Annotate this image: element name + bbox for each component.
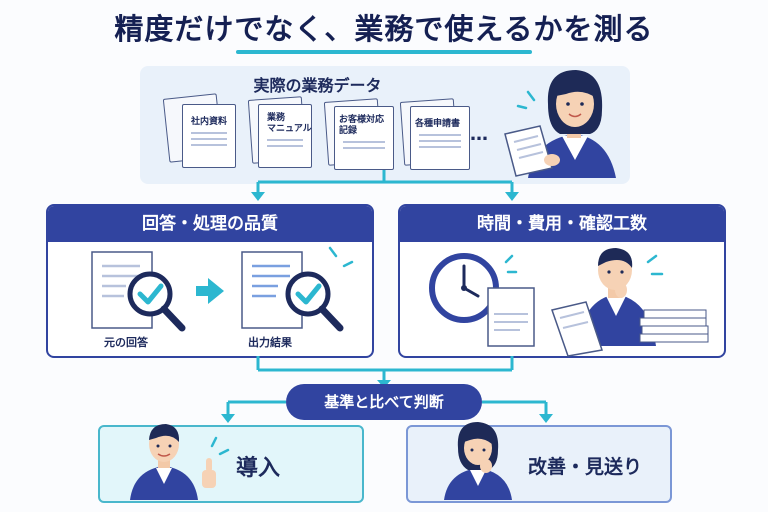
paper-stack-icon [639,309,709,343]
man-thumbs-up-illustration [130,424,198,500]
cost-heading: 時間・費用・確認工数 [400,206,724,242]
doc-internal: 社内資料 [182,104,236,168]
invoice-icon [487,287,535,347]
business-data-heading: 実際の業務データ [253,76,382,95]
adopt-box [98,425,364,503]
magnifier-check-icon [285,271,344,332]
doc-customer-label: お客様対応 記録 [339,115,385,136]
connector-bottom [226,356,548,416]
more-ellipsis: … [470,124,490,145]
adopt-label: 導入 [236,456,281,481]
woman-thinking-illustration [444,422,512,500]
arrow-right-icon [196,278,224,304]
doc-manual: 業務 マニュアル [258,104,312,168]
caption-original: 元の回答 [104,336,148,349]
thumbs-up-icon [202,458,216,488]
page-title: 精度だけでなく、業務で使えるかを測る [114,12,654,46]
doc-internal-label: 社内資料 [191,117,228,127]
caption-output: 出力結果 [248,336,292,349]
improve-label: 改善・見送り [528,456,643,478]
document-icon [504,125,553,177]
doc-manual-label: 業務 マニュアル [267,113,312,134]
doc-application: 各種申請書 [410,106,470,170]
doc-application-label: 各種申請書 [415,119,461,129]
document-icon [241,251,303,329]
man-reviewing-illustration [551,248,656,357]
title-underline [236,50,532,54]
doc-customer: お客様対応 記録 [334,106,394,170]
improve-box [406,425,672,503]
quality-heading: 回答・処理の品質 [48,206,372,242]
magnifier-check-icon [127,271,186,332]
compare-pill: 基準と比べて判断 [286,384,482,420]
